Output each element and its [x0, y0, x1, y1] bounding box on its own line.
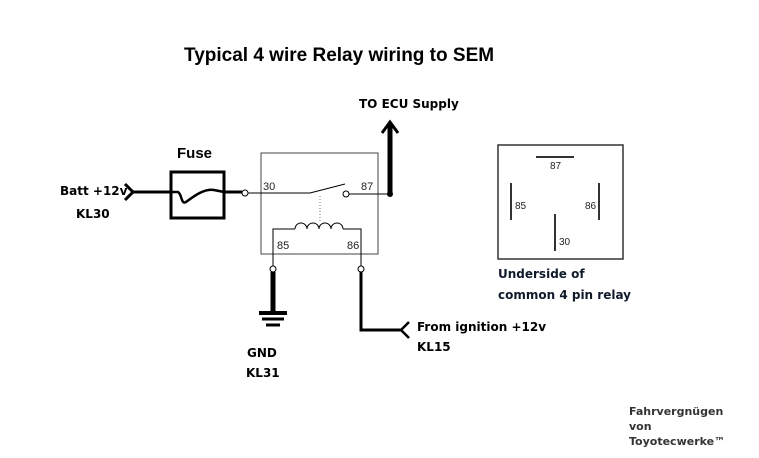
relay-underside-view	[497, 144, 624, 260]
underside-caption-line2: common 4 pin relay	[498, 288, 632, 302]
fuse-label: Fuse	[177, 145, 213, 162]
underside-caption-line1: Underside of	[498, 267, 585, 281]
terminal-dot	[241, 189, 249, 197]
terminal-86-dot	[357, 265, 365, 273]
fuse-symbol	[169, 170, 226, 220]
underside-pin-87-label: 87	[550, 161, 562, 172]
credit-line1: Fahrvergnügen	[629, 405, 724, 418]
battery-label: Batt +12v	[60, 184, 128, 198]
ignition-connector-icon	[399, 321, 410, 339]
relay-pin-87-label: 87	[361, 181, 374, 193]
ground-terminal-label: KL31	[246, 366, 280, 380]
arrow-up-icon	[380, 119, 400, 134]
underside-pin-85-label: 85	[515, 201, 527, 212]
credit-line2: von	[629, 420, 652, 433]
wire-ignition	[359, 272, 402, 332]
ignition-label: From ignition +12v	[417, 320, 547, 334]
terminal-85-dot	[269, 265, 277, 273]
relay-pin-30-label: 30	[263, 181, 276, 193]
relay-symbol	[248, 152, 389, 278]
relay-pin-86-label: 86	[347, 240, 360, 252]
underside-pin-30-label: 30	[559, 237, 571, 248]
diagram-title: Typical 4 wire Relay wiring to SEM	[184, 45, 495, 66]
relay-pin-85-label: 85	[277, 240, 290, 252]
ground-label: GND	[247, 346, 277, 360]
ecu-supply-label: TO ECU Supply	[359, 97, 459, 111]
ignition-terminal-label: KL15	[417, 340, 451, 354]
credit-line3: Toyotecwerke™	[629, 435, 726, 448]
credit-block: Fahrvergnügen von Toyotecwerke™	[629, 404, 725, 449]
ground-icon	[259, 311, 287, 327]
underside-pin-86-label: 86	[585, 201, 597, 212]
battery-terminal-label: KL30	[76, 207, 110, 221]
